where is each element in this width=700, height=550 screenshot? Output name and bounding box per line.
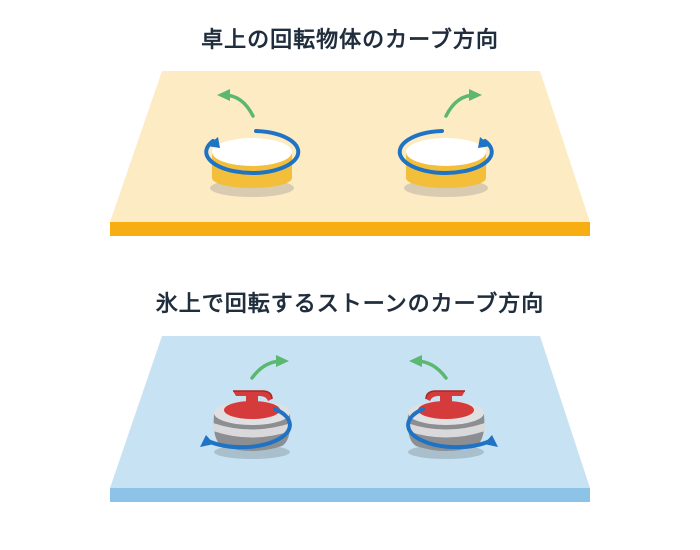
curve-arrow-left-disk-icon: [217, 89, 255, 118]
rotation-arrow-left-stone-icon: [200, 407, 292, 450]
spinning-disk-right: [404, 138, 488, 197]
title-ice-curve: 氷上で回転するストーンのカーブ方向: [155, 292, 545, 317]
ice-surface: [110, 336, 590, 502]
table-surface: [110, 71, 590, 236]
rotation-arrow-left-disk-icon: [204, 129, 301, 175]
curve-arrow-left-stone-icon: [250, 355, 289, 380]
title-table-curve: 卓上の回転物体のカーブ方向: [201, 28, 499, 53]
rotation-arrow-right-stone-icon: [406, 407, 498, 450]
spinning-disk-left: [210, 138, 294, 197]
rotation-arrow-right-disk-icon: [397, 129, 494, 175]
curve-arrow-right-stone-icon: [409, 355, 448, 380]
curve-arrow-right-disk-icon: [444, 89, 482, 118]
